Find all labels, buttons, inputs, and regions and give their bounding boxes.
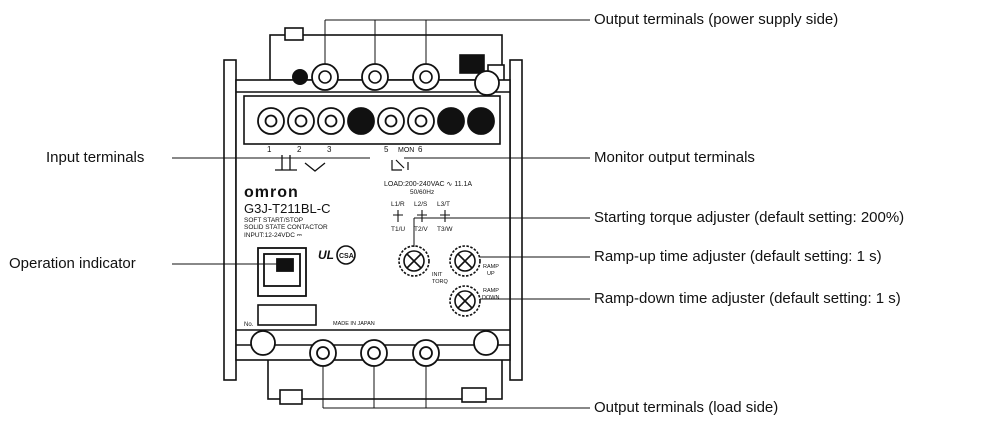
ramp-up-dial [449,245,481,277]
right-fin [509,59,523,381]
terminal-row [257,107,495,135]
ramp-up-label-1: RAMP [483,264,499,270]
number-label: No. [244,322,254,328]
adjuster-dials [398,245,481,317]
number-plate [257,304,317,326]
frequency-rating: 50/60Hz [410,189,434,196]
callout-starting-torque: Starting torque adjuster (default settin… [594,209,905,226]
description-line-1: SOFT START/STOP [244,217,303,224]
monitor-labels: 5 MON 6 [384,145,423,171]
left-fin [223,59,237,381]
phase-t3: T3/W [437,226,453,233]
mon-label: MON [398,147,414,154]
csa-mark: CSA [339,253,354,260]
phase-t1: T1/U [391,226,405,233]
callout-operation-indicator: Operation indicator [9,255,136,272]
ul-mark: UL [318,248,334,262]
ramp-down-label-1: RAMP [483,288,499,294]
callout-ramp-up: Ramp-up time adjuster (default setting: … [594,248,882,265]
callout-output-load: Output terminals (load side) [594,399,779,416]
terminal-number-3: 3 [327,145,332,154]
init-label: INIT [432,272,443,278]
callout-monitor-output: Monitor output terminals [594,149,755,166]
input-rating: INPUT:12-24VDC ⎓ [244,232,302,239]
dial-labels: INIT TORQ RAMP UP RAMP DOWN [432,264,499,301]
terminal-number-2: 2 [297,145,302,154]
callout-ramp-down: Ramp-down time adjuster (default setting… [594,290,901,307]
phase-l1: L1/R [391,201,405,208]
leader-lines [172,19,590,409]
starting-torque-dial [398,245,430,277]
phase-labels: L1/R L2/S L3/T T1/U T2/V T3/W [391,201,453,233]
torq-label: TORQ [432,279,449,285]
phase-l3: L3/T [437,201,450,208]
terminal-number-5: 5 [384,145,389,154]
ramp-up-label-2: UP [487,271,495,277]
terminal-number-6: 6 [418,145,423,154]
cert-marks: UL CSA [318,245,356,265]
load-rating: LOAD:200-240VAC ∿ 11.1A [384,181,472,188]
model-number: G3J-T211BL-C [244,201,330,216]
terminal-number-1: 1 [267,145,272,154]
device-print: omron G3J-T211BL-C SOFT START/STOP SOLID… [244,181,472,328]
phase-t2: T2/V [414,226,428,233]
bottom-bracket [267,354,503,400]
ramp-down-dial [449,285,481,317]
description-line-2: SOLID STATE CONTACTOR [244,224,328,231]
phase-l2: L2/S [414,201,428,208]
callout-input-terminals: Input terminals [46,149,145,166]
callout-output-supply: Output terminals (power supply side) [594,11,839,28]
operation-indicator [257,247,307,297]
output-terminals-load [250,330,499,367]
brand-logo: omron [244,184,299,201]
ramp-down-label-2: DOWN [482,295,499,301]
made-in-label: MADE IN JAPAN [333,321,375,327]
